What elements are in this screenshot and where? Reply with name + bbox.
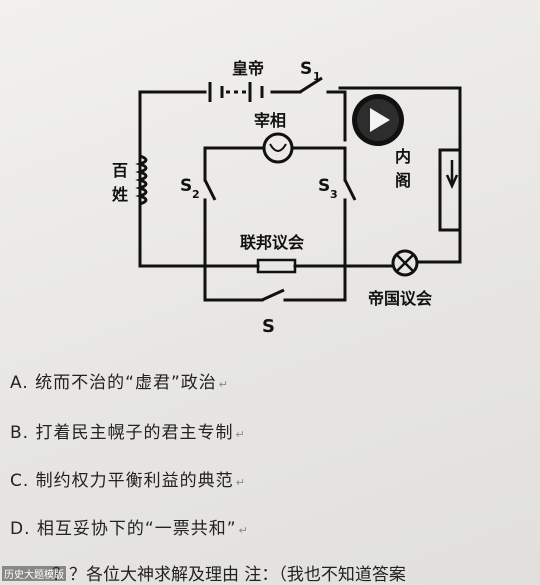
footer-line: ？？各位大神求解及理由 注：（我也不知道答案: [0, 556, 540, 585]
chancellor-lamp-icon: [262, 132, 294, 164]
cabinet-play-icon: [352, 94, 404, 146]
return-mark-icon: ↵: [235, 428, 246, 441]
cabinet-char-2: 阁: [395, 171, 411, 190]
coil-icon: [135, 154, 148, 206]
return-mark-icon: ↵: [235, 476, 246, 489]
return-mark-icon: ↵: [238, 524, 249, 537]
inner-left-bottom: [203, 198, 264, 302]
bundesrat-resistor-icon: [256, 258, 297, 274]
switch-s2-icon: [203, 179, 217, 201]
people-char-1: 百: [112, 161, 128, 180]
s3-label: S: [318, 176, 330, 196]
rheostat-box: [438, 148, 462, 232]
option-c[interactable]: C. 制约权力平衡利益的典范↵: [10, 466, 246, 491]
option-b[interactable]: B. 打着民主幌子的君主专制↵: [10, 418, 246, 443]
footer-text: ？？各位大神求解及理由 注：（我也不知道答案: [52, 565, 406, 585]
switch-s-label: S: [262, 316, 275, 337]
s2-sub: 2: [192, 188, 200, 201]
reichstag-label: 帝国议会: [368, 289, 432, 308]
bundesrat-label: 联邦议会: [240, 233, 304, 252]
s1-sub: 1: [313, 70, 321, 83]
emperor-label: 皇帝: [232, 59, 264, 78]
option-b-text: . 打着民主幌子的君主专制: [22, 423, 234, 443]
circuit-diagram: 皇帝 S 1 宰相 S 2 S 3 联邦议会 帝国议会 S 百 姓 内 阁: [112, 59, 462, 337]
option-a-text: . 统而不治的“虚君”政治: [22, 373, 217, 393]
s3-sub: 3: [330, 188, 338, 201]
reichstag-lamp-icon: [391, 249, 419, 277]
s1-label: S: [300, 59, 312, 79]
option-c-letter: C: [10, 471, 23, 491]
right-bottom-wire: [416, 228, 462, 264]
people-char-2: 姓: [112, 185, 128, 204]
s2-label: S: [180, 176, 192, 196]
watermark: 历史大题模版: [2, 566, 66, 581]
battery-icon: [208, 82, 264, 102]
cabinet-char-1: 内: [395, 147, 411, 166]
option-c-text: . 制约权力平衡利益的典范: [22, 471, 234, 491]
chancellor-label: 宰相: [254, 111, 286, 130]
inner-right-bottom: [283, 198, 347, 302]
option-b-letter: B: [10, 423, 23, 443]
switch-s-icon: [261, 288, 285, 302]
option-a-letter: A: [10, 373, 23, 393]
option-d-letter: D: [10, 519, 25, 539]
option-a[interactable]: A. 统而不治的“虚君”政治↵: [10, 368, 229, 393]
rheostat-slider-icon: [445, 160, 459, 190]
switch-s1-icon: [299, 76, 323, 94]
option-d-text: . 相互妥协下的“一票共和”: [24, 519, 237, 539]
switch-s3-icon: [343, 179, 357, 201]
option-d[interactable]: D. 相互妥协下的“一票共和”↵: [10, 514, 249, 539]
right-top-wire: [338, 86, 462, 152]
return-mark-icon: ↵: [218, 378, 229, 391]
